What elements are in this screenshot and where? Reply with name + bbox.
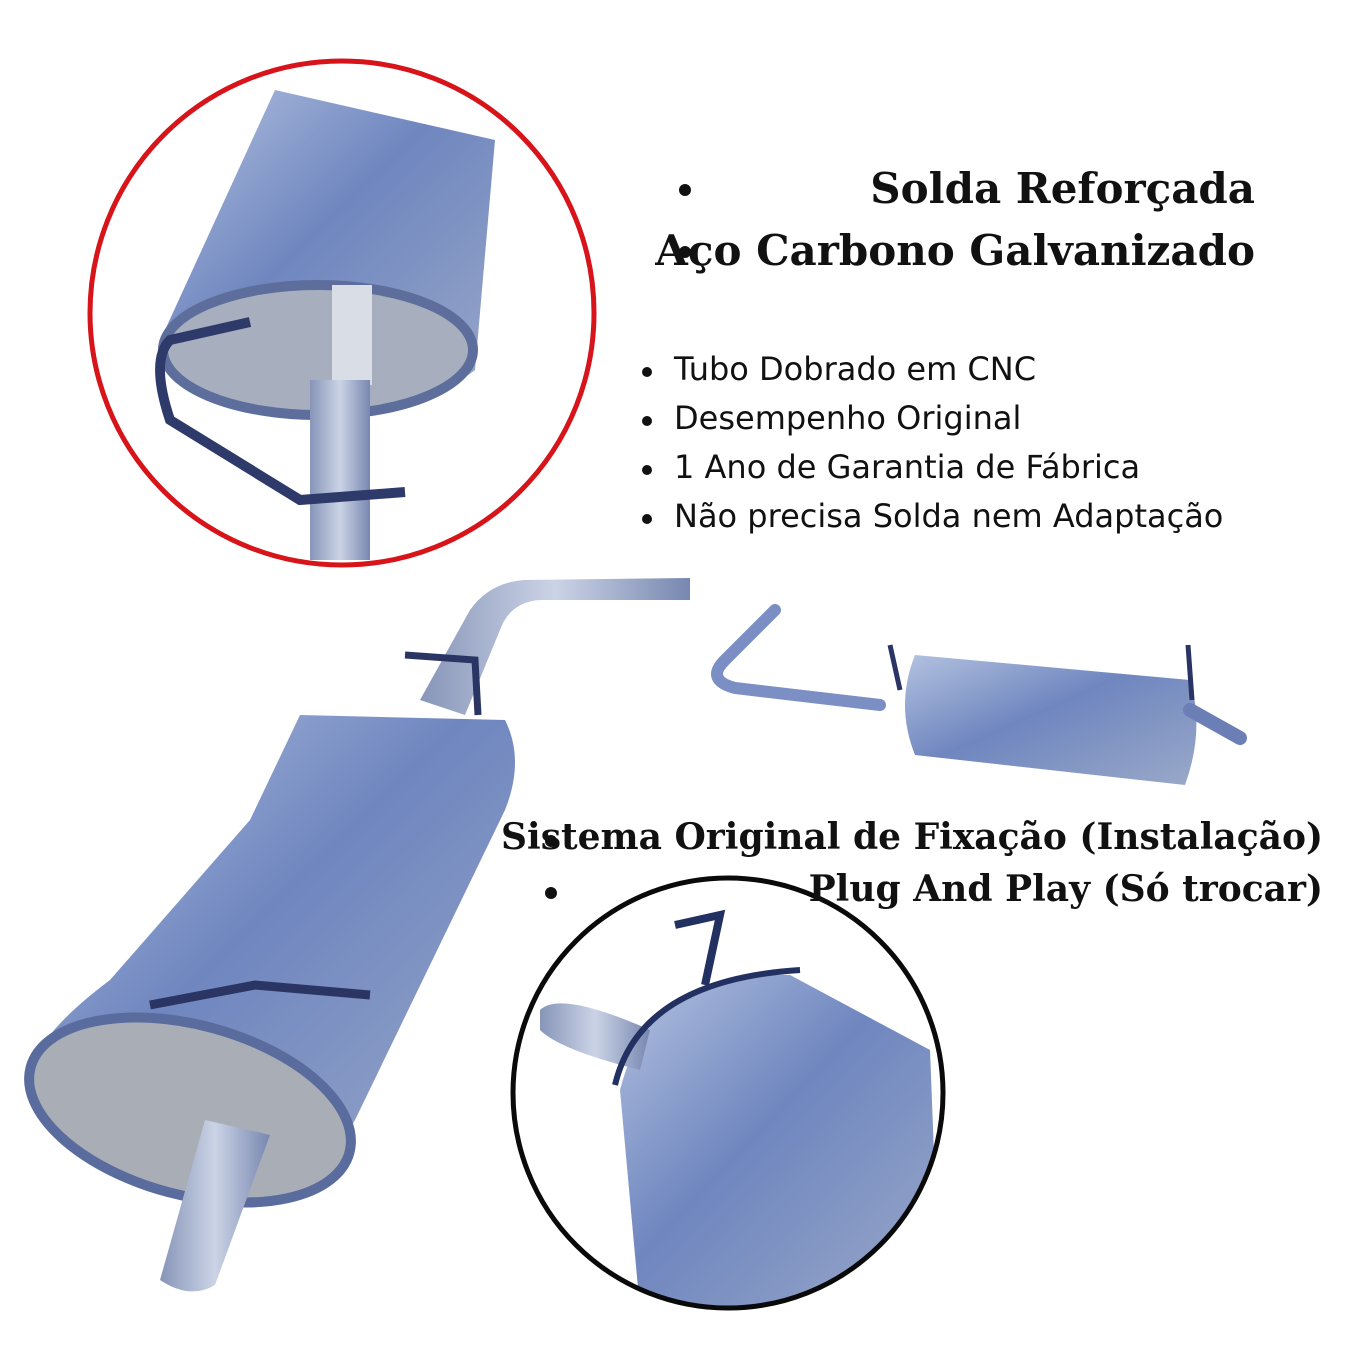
highlight-weld: Solda Reforçada [870,164,1255,213]
bullet [679,184,691,196]
highlight-steel: Aço Carbono Galvanizado [655,226,1255,275]
fixation-detail-photo [540,909,940,1306]
black-detail-circle [510,875,946,1311]
bullet [642,514,652,524]
bullet [545,835,557,847]
highlight-plug-and-play: Plug And Play (Só trocar) [808,868,1323,910]
bullet [545,887,557,899]
weld-detail-photo [155,90,495,560]
bullet [642,416,652,426]
feature-performance: Desempenho Original [674,399,1022,437]
red-detail-circle [87,58,597,568]
feature-no-weld: Não precisa Solda nem Adaptação [674,497,1224,535]
feature-warranty: 1 Ano de Garantia de Fábrica [674,448,1141,486]
highlight-fixation: Sistema Original de Fixação (Instalação) [501,816,1323,858]
feature-cnc: Tubo Dobrado em CNC [674,350,1037,388]
bullet [642,465,652,475]
bullet [679,246,691,258]
bullet [642,367,652,377]
